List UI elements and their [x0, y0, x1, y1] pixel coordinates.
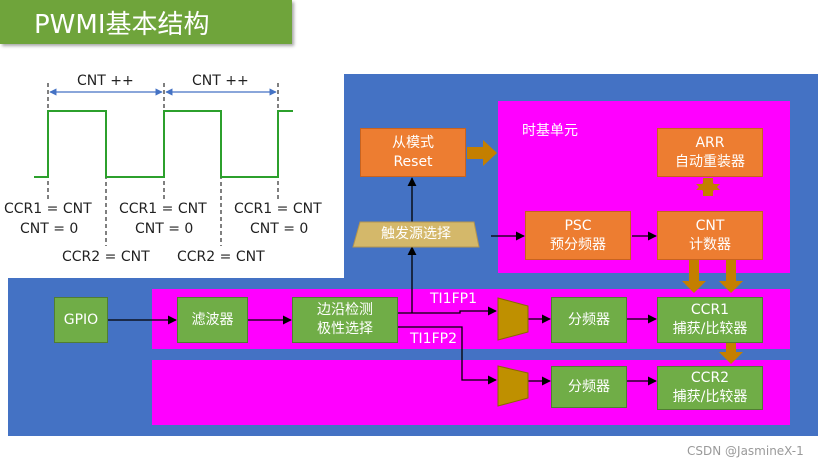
ccr1-line-2: 捕获/比较器 — [672, 321, 748, 337]
edge-detect-block: 边沿检测 极性选择 — [292, 297, 398, 343]
ccr1-block: CCR1 捕获/比较器 — [657, 297, 763, 343]
arr-line-1: ARR — [695, 134, 725, 151]
cnt-reset-label: CNT = 0 — [250, 221, 309, 237]
cnt-reset-label: CNT = 0 — [20, 221, 79, 237]
timebase-unit-label: 时基单元 — [522, 123, 578, 139]
slave-mode-line-2: Reset — [393, 153, 433, 170]
slave-mode-block: 从模式 Reset — [360, 128, 466, 177]
cnt-increment-label: CNT ++ — [77, 73, 134, 89]
ccr2-capture-label: CCR2 = CNT — [177, 249, 265, 265]
page-title: PWMI基本结构 — [34, 10, 210, 40]
cnt-line-2: 计数器 — [689, 236, 731, 253]
cnt-reset-label: CNT = 0 — [135, 221, 194, 237]
cnt-block: CNT 计数器 — [657, 211, 763, 260]
ti1fp1-label: TI1FP1 — [430, 291, 477, 307]
filter-block: 滤波器 — [177, 297, 248, 343]
trigger-select-shape — [352, 221, 480, 248]
title-bar: PWMI基本结构 — [0, 0, 292, 44]
square-wave — [34, 110, 293, 178]
psc-block: PSC 预分频器 — [525, 211, 631, 260]
ccr1-line-1: CCR1 — [690, 302, 730, 318]
ti1fp2-label: TI1FP2 — [410, 331, 457, 347]
watermark: CSDN @JasmineX-1 — [687, 444, 804, 458]
cnt-increment-label: CNT ++ — [192, 73, 249, 89]
ccr2-line-1: CCR2 — [690, 370, 730, 386]
ccr2-line-2: 捕获/比较器 — [672, 389, 748, 405]
mux-1 — [497, 297, 529, 341]
trigger-select-label: 触发源选择 — [381, 226, 451, 242]
divider-label-2: 分频器 — [568, 378, 610, 395]
psc-line-2: 预分频器 — [550, 236, 606, 253]
gpio-block: GPIO — [54, 297, 108, 343]
psc-line-1: PSC — [564, 217, 592, 234]
edge-detect-line-2: 极性选择 — [317, 321, 373, 337]
mux-2 — [497, 365, 529, 407]
trigger-select-block: 触发源选择 — [353, 222, 479, 247]
ccr2-capture-label: CCR2 = CNT — [62, 249, 150, 265]
divider-block-1: 分频器 — [551, 297, 627, 343]
slave-mode-line-1: 从模式 — [392, 134, 434, 151]
ccr2-block: CCR2 捕获/比较器 — [657, 366, 763, 410]
divider-label-1: 分频器 — [568, 311, 610, 328]
arr-line-2: 自动重装器 — [675, 153, 745, 170]
filter-label: 滤波器 — [191, 311, 234, 328]
ccr1-capture-label: CCR1 = CNT — [119, 201, 207, 217]
arr-block: ARR 自动重装器 — [657, 128, 763, 177]
ccr1-capture-label: CCR1 = CNT — [234, 201, 322, 217]
divider-block-2: 分频器 — [551, 366, 627, 408]
cnt-line-1: CNT — [695, 217, 725, 234]
gpio-label: GPIO — [63, 311, 99, 328]
ccr1-capture-label: CCR1 = CNT — [4, 201, 92, 217]
block-arrows — [467, 140, 743, 364]
edge-detect-line-1: 边沿检测 — [317, 302, 373, 318]
